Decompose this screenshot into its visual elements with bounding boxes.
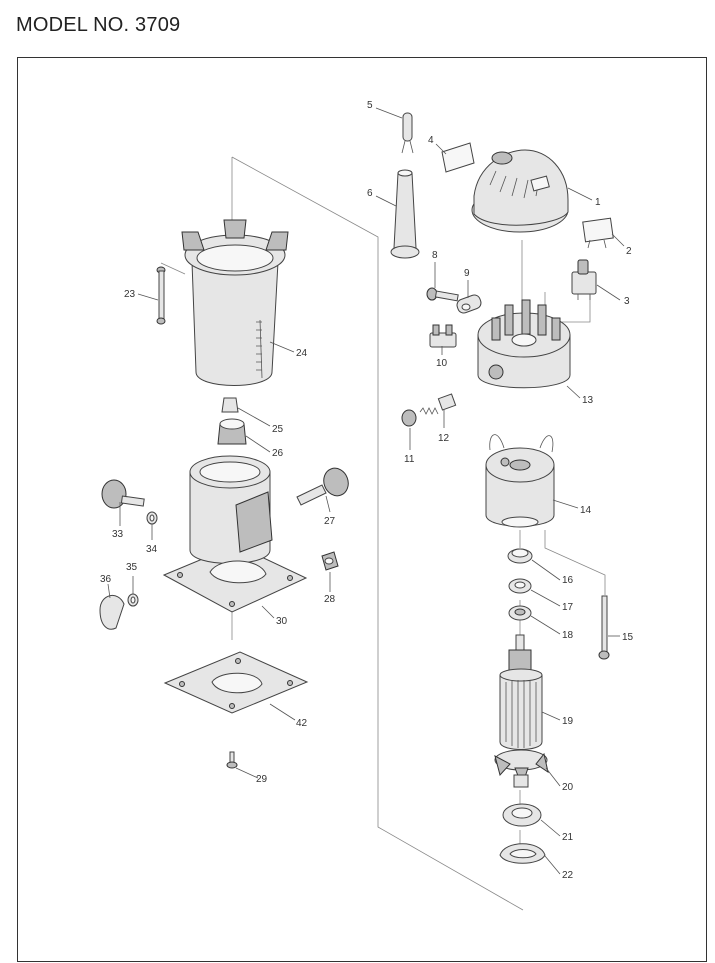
part-12[interactable] bbox=[419, 393, 457, 415]
callout-30: 30 bbox=[276, 616, 288, 627]
callout-18: 18 bbox=[562, 630, 574, 641]
part-29[interactable] bbox=[226, 751, 238, 769]
part-20[interactable] bbox=[494, 749, 549, 788]
callout-numbers: 1 2 3 4 5 6 8 9 10 11 12 13 14 15 16 17 … bbox=[100, 100, 634, 881]
callout-11: 11 bbox=[404, 454, 415, 465]
part-1[interactable] bbox=[471, 149, 569, 233]
callout-16: 16 bbox=[562, 575, 574, 586]
part-13[interactable] bbox=[477, 299, 571, 389]
part-14[interactable] bbox=[485, 434, 555, 528]
callout-4: 4 bbox=[428, 135, 434, 146]
part-8[interactable] bbox=[426, 287, 459, 302]
part-18[interactable] bbox=[508, 605, 532, 621]
callout-25: 25 bbox=[272, 424, 284, 435]
callout-6: 6 bbox=[367, 188, 373, 199]
callout-leaders bbox=[107, 107, 625, 875]
callout-9: 9 bbox=[464, 268, 470, 279]
callout-26: 26 bbox=[272, 448, 284, 459]
part-24[interactable] bbox=[181, 219, 289, 386]
part-16[interactable] bbox=[507, 548, 533, 564]
part-26[interactable] bbox=[217, 418, 247, 445]
part-11[interactable] bbox=[401, 409, 417, 427]
part-6[interactable] bbox=[390, 169, 420, 259]
callout-22: 22 bbox=[562, 870, 574, 881]
part-9[interactable] bbox=[455, 293, 482, 314]
part-5[interactable] bbox=[401, 112, 414, 154]
callout-2: 2 bbox=[626, 246, 632, 257]
callout-21: 21 bbox=[562, 832, 574, 843]
part-4[interactable] bbox=[441, 142, 475, 173]
part-34[interactable] bbox=[146, 511, 158, 525]
callout-17: 17 bbox=[562, 602, 574, 613]
part-3[interactable] bbox=[571, 259, 597, 300]
part-42[interactable] bbox=[163, 651, 309, 714]
callout-1: 1 bbox=[595, 197, 601, 208]
callout-10: 10 bbox=[436, 358, 448, 369]
callout-15: 15 bbox=[622, 632, 634, 643]
part-19[interactable] bbox=[499, 634, 543, 750]
callout-24: 24 bbox=[296, 348, 308, 359]
callout-42: 42 bbox=[296, 718, 308, 729]
part-2[interactable] bbox=[582, 217, 614, 249]
part-35[interactable] bbox=[127, 593, 139, 607]
callout-33: 33 bbox=[112, 529, 124, 540]
part-36[interactable] bbox=[99, 595, 125, 630]
part-28[interactable] bbox=[321, 551, 339, 571]
callout-13: 13 bbox=[582, 395, 594, 406]
model-title: MODEL NO. 3709 bbox=[16, 14, 181, 36]
part-22[interactable] bbox=[499, 843, 546, 864]
part-27[interactable] bbox=[296, 465, 352, 506]
callout-36: 36 bbox=[100, 574, 112, 585]
callout-34: 34 bbox=[146, 544, 158, 555]
callout-23: 23 bbox=[124, 289, 136, 300]
callout-19: 19 bbox=[562, 716, 574, 727]
part-15[interactable] bbox=[598, 595, 610, 660]
callout-35: 35 bbox=[126, 562, 138, 573]
part-25[interactable] bbox=[221, 397, 239, 413]
part-10[interactable] bbox=[429, 324, 457, 348]
callout-20: 20 bbox=[562, 782, 574, 793]
part-21[interactable] bbox=[502, 803, 542, 827]
callout-8: 8 bbox=[432, 250, 438, 261]
callout-12: 12 bbox=[438, 433, 450, 444]
callout-28: 28 bbox=[324, 594, 336, 605]
part-33[interactable] bbox=[101, 479, 145, 509]
diagram-frame bbox=[17, 57, 707, 962]
callout-29: 29 bbox=[256, 774, 268, 785]
callout-27: 27 bbox=[324, 516, 336, 527]
callout-14: 14 bbox=[580, 505, 592, 516]
callout-3: 3 bbox=[624, 296, 630, 307]
part-30[interactable] bbox=[162, 455, 308, 613]
part-17[interactable] bbox=[508, 578, 532, 594]
callout-5: 5 bbox=[367, 100, 373, 111]
part-23[interactable] bbox=[156, 266, 166, 325]
